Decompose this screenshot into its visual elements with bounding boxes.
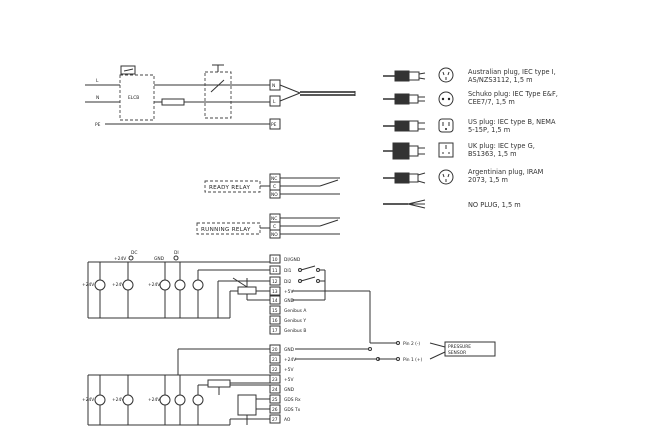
- fuse: [161, 98, 185, 106]
- tlabel-lower-5v-b: +5V: [284, 377, 293, 383]
- term-pe-label: PE: [271, 122, 277, 128]
- ready-no: NO: [271, 192, 278, 198]
- label-dc: DC: [131, 250, 137, 256]
- term-l-label: L: [273, 99, 276, 105]
- power-supply-section: L N ELCB N L PE PE: [85, 64, 356, 130]
- label-24v-lb1: +24V: [82, 397, 94, 403]
- plug-australian-line1: Australian plug, IEC type I,: [468, 68, 556, 76]
- tnum-13: 13: [272, 289, 278, 295]
- tnum-27: 27: [272, 417, 278, 423]
- running-no: NO: [271, 232, 278, 238]
- tlabel-ao: AO: [284, 417, 291, 423]
- running-relay: RUNNING RELAY NC C NO: [196, 213, 340, 239]
- ready-nc: NC: [271, 176, 277, 182]
- plug-australian: Australian plug, IEC type I, AS/NZS3112,…: [383, 67, 556, 84]
- lower-left-circuit: +24V +24V +24V DI: [82, 348, 270, 426]
- ready-relay: READY RELAY NC C NO: [204, 173, 340, 199]
- tnum-23: 23: [272, 377, 278, 383]
- plug-us-line1: US plug: IEC type B, NEMA: [468, 118, 556, 126]
- ready-relay-label: READY RELAY: [209, 185, 251, 191]
- sensor-title2: SENSOR: [448, 350, 466, 356]
- tlabel-di2: DI2: [284, 279, 292, 285]
- tlabel-gnd: GND: [284, 298, 295, 304]
- tlabel-5v: +5V: [284, 289, 293, 295]
- plug-uk: UK plug: IEC type G, BS1363, 1,5 m: [383, 142, 535, 160]
- tnum-12: 12: [272, 279, 278, 285]
- tnum-25: 25: [272, 397, 278, 403]
- tnum-11: 11: [272, 268, 278, 274]
- tnum-21: 21: [272, 357, 278, 363]
- tlabel-lower-5v-a: +5V: [284, 367, 293, 373]
- elcb-box: [119, 74, 155, 121]
- label-24v-b2: +24V: [112, 282, 124, 288]
- upper-left-circuit: DC DI +24V GND +24V +24V +24V DI: [82, 250, 270, 319]
- tlabel-genibus-b: Genibus B: [284, 328, 306, 334]
- label-pe: PE: [95, 122, 101, 128]
- upper-terminal-block: 10 11 12 13 14 15 16 17 DI/GND DI1 DI2 +…: [269, 254, 371, 343]
- label-n: N: [96, 95, 99, 101]
- plug-argentinian-line1: Argentinian plug, IRAM: [468, 168, 544, 176]
- tlabel-lower-24v: +24V: [284, 357, 296, 363]
- plug-legend: Australian plug, IEC type I, AS/NZS3112,…: [383, 67, 558, 209]
- label-gnd-top: GND: [154, 256, 165, 262]
- tnum-15: 15: [272, 308, 278, 314]
- plug-argentinian: Argentinian plug, IRAM 2073, 1,5 m: [383, 168, 544, 185]
- plug-us: US plug: IEC type B, NEMA 5-15P, 1,5 m: [383, 118, 556, 134]
- lower-terminal-block: 20 21 22 23 24 25 26 27 GND +24V +5V +5V…: [269, 344, 380, 424]
- tlabel-gds-tx: GDS Tx: [284, 407, 301, 413]
- plug-uk-line1: UK plug: IEC type G,: [468, 142, 535, 150]
- tlabel-di1: DI1: [284, 268, 292, 274]
- elcb-label: ELCB: [128, 95, 139, 101]
- plug-none-line1: NO PLUG, 1,5 m: [468, 201, 521, 209]
- tlabel-gds-rx: GDS Rx: [284, 397, 301, 403]
- sensor-pin1: Pin 1 (+): [403, 357, 423, 363]
- plug-uk-line2: BS1363, 1,5 m: [468, 150, 517, 158]
- sensor-title: PRESSURE: [448, 344, 471, 350]
- sensor-pin2: Pin 2 (-): [403, 341, 420, 347]
- plug-schuko-line2: CEE7/7, 1,5 m: [468, 98, 515, 106]
- tnum-20: 20: [272, 347, 278, 353]
- pressure-sensor-box: [444, 341, 496, 357]
- tlabel-lower-gnd: GND: [284, 347, 295, 353]
- running-nc: NC: [271, 216, 277, 222]
- tlabel-genibus-y: Genibus Y: [284, 318, 306, 324]
- plug-argentinian-line2: 2073, 1,5 m: [468, 176, 508, 184]
- plug-schuko-line1: Schuko plug: IEC Type E&F,: [468, 90, 558, 98]
- term-pe: [269, 118, 281, 130]
- label-l: L: [96, 78, 99, 84]
- pressure-sensor: Pin 2 (-) Pin 1 (+) PRESSURE SENSOR: [370, 341, 496, 363]
- tnum-16: 16: [272, 318, 278, 324]
- contactor-box: [204, 71, 232, 119]
- label-di: DI: [174, 250, 179, 256]
- running-relay-label: RUNNING RELAY: [201, 227, 251, 233]
- label-24v-di: +24V DI: [148, 282, 166, 288]
- label-24v-di-lower: +24V DI: [148, 397, 166, 403]
- plug-us-line2: 5-15P, 1,5 m: [468, 126, 510, 134]
- tnum-22: 22: [272, 367, 278, 373]
- tlabel-lower-gnd-b: GND: [284, 387, 295, 393]
- ready-c: C: [273, 184, 276, 190]
- tnum-24: 24: [272, 387, 278, 393]
- tnum-17: 17: [272, 328, 278, 334]
- tnum-26: 26: [272, 407, 278, 413]
- tnum-14: 14: [272, 298, 278, 304]
- running-c: C: [273, 224, 276, 230]
- tlabel-di-gnd: DI/GND: [284, 257, 301, 263]
- plug-schuko: Schuko plug: IEC Type E&F, CEE7/7, 1,5 m: [383, 90, 558, 107]
- tlabel-genibus-a: Genibus A: [284, 308, 306, 314]
- term-n-label: N: [272, 83, 275, 89]
- plug-australian-line2: AS/NZS3112, 1,5 m: [468, 76, 533, 84]
- tnum-10: 10: [272, 257, 278, 263]
- label-24v-lb2: +24V: [112, 397, 124, 403]
- label-24v-top: +24V: [114, 256, 126, 262]
- plug-none: NO PLUG, 1,5 m: [383, 199, 521, 209]
- label-24v-b1: +24V: [82, 282, 94, 288]
